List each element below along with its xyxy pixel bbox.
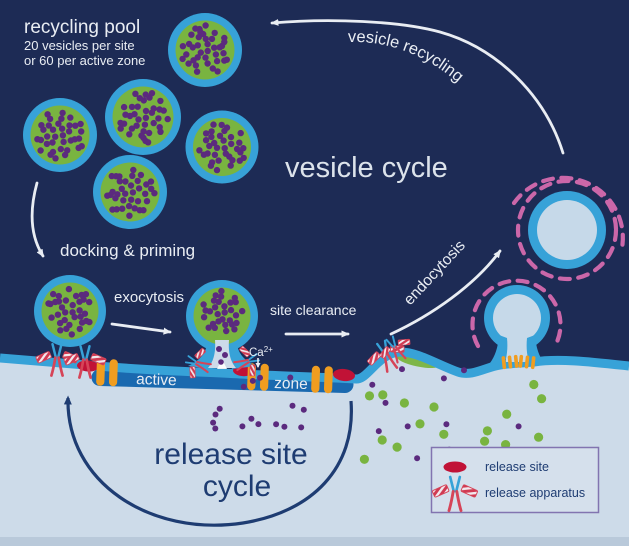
recycling-pool-title: recycling pool <box>24 17 140 38</box>
neck-channels <box>518 354 536 370</box>
docking-priming-label: docking & priming <box>60 241 195 260</box>
release-site-cycle-arrow <box>63 395 353 527</box>
legend-release-site-label: release site <box>485 460 549 474</box>
legend: release site release apparatus <box>430 446 600 514</box>
vesicle <box>168 13 242 87</box>
fusing-vesicle <box>180 280 265 385</box>
membrane-residue <box>396 353 440 369</box>
vesicle <box>185 110 259 184</box>
vesicle <box>93 155 167 229</box>
release-site-3 <box>333 368 355 382</box>
recycling-pool-sub1: 20 vesicles per site <box>24 38 135 53</box>
calcium-label: Ca2+ <box>249 345 273 359</box>
vesicle <box>105 79 181 155</box>
site-clearance-label: site clearance <box>270 302 357 318</box>
docked-vesicle <box>34 275 108 379</box>
exocytosis-label: exocytosis <box>114 289 184 306</box>
vesicle <box>23 98 97 172</box>
release-site-cycle-line1: release site <box>154 438 307 471</box>
release-site-icon <box>443 461 467 473</box>
active-zone-label-left: active <box>136 371 177 389</box>
docking-arrow <box>30 181 45 258</box>
coated-vesicle <box>511 175 625 282</box>
active-zone-band <box>91 369 354 393</box>
recycling-pool-sub2: or 60 per active zone <box>24 53 145 68</box>
bottom-edge-strip <box>0 537 629 546</box>
vesicle-pool <box>23 13 259 229</box>
diagram-title: vesicle cycle <box>285 152 448 184</box>
active-zone-label-right: zone <box>274 375 308 393</box>
vesicle-recycling-arrow <box>270 18 565 155</box>
plasma-membrane <box>0 347 629 384</box>
release-site-cycle-line2: cycle <box>203 470 271 503</box>
endocytosis-arrow <box>389 249 502 336</box>
legend-release-apparatus-label: release apparatus <box>485 486 585 500</box>
neck-channels <box>501 354 519 370</box>
exocytosis-arrow <box>110 322 172 335</box>
budding-vesicle <box>470 278 563 370</box>
